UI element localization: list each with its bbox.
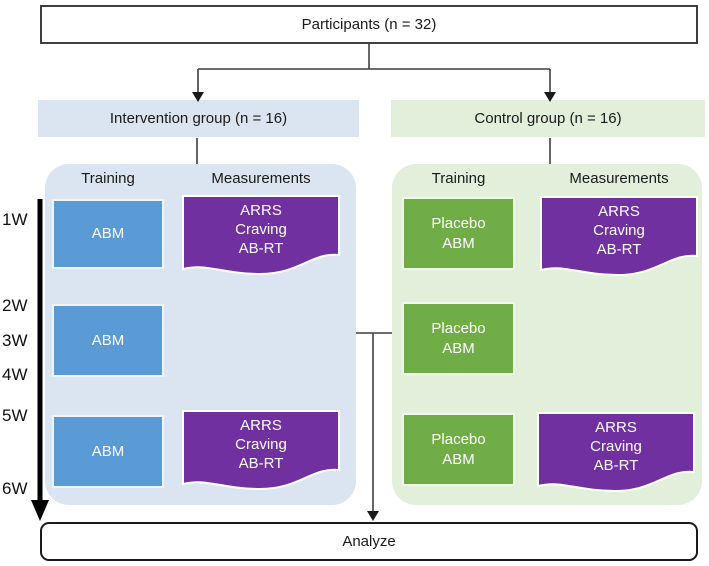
control-group-label: Control group (n = 16) (474, 110, 622, 127)
abm-label: ABM (91, 225, 125, 242)
timeline-arrowhead (31, 500, 49, 521)
intervention-measurement-box-week6: ARRS Craving AB-RT (182, 410, 340, 492)
measurement-labels: ARRS Craving AB-RT (182, 201, 340, 258)
measure-craving: Craving (593, 222, 645, 239)
measurement-labels: ARRS Craving AB-RT (537, 418, 695, 475)
arrowhead-analyze (367, 511, 379, 521)
timeline-label-3w: 3W (2, 331, 28, 350)
measure-arrs: ARRS (595, 419, 637, 436)
measure-abrt: AB-RT (596, 241, 642, 258)
document-shape-icon (182, 410, 340, 491)
control-measurement-box-week6: ARRS Craving AB-RT (537, 412, 695, 494)
control-measurements-header: Measurements (569, 170, 669, 187)
placebo-label-line1: Placebo (431, 214, 486, 232)
measure-arrs: ARRS (240, 417, 282, 434)
timeline-label-1w: 1W (2, 210, 28, 229)
control-measurement-box-week1: ARRS Craving AB-RT (540, 196, 698, 278)
timeline-label-2w: 2W (2, 296, 28, 315)
control-training-header: Training (431, 170, 486, 187)
participants-box: Participants (n = 32) (40, 5, 698, 44)
placebo-label-line2: ABM (442, 450, 475, 468)
timeline-label-6w: 6W (2, 479, 28, 498)
abm-box-week5-6: ABM (52, 415, 164, 488)
intervention-measurements-header: Measurements (211, 170, 311, 187)
intervention-group-header: Intervention group (n = 16) (38, 100, 359, 137)
placebo-abm-box-week5-6: Placebo ABM (402, 413, 515, 486)
measure-abrt: AB-RT (238, 455, 284, 472)
measure-abrt: AB-RT (238, 240, 284, 257)
placebo-label-line1: Placebo (431, 430, 486, 448)
placebo-abm-box-week2-4: Placebo ABM (402, 302, 515, 375)
analyze-box: Analyze (40, 522, 698, 561)
participants-label: Participants (n = 32) (301, 16, 437, 33)
abm-label: ABM (91, 442, 125, 460)
analyze-label: Analyze (342, 533, 396, 550)
timeline-label-4w: 4W (2, 365, 28, 384)
control-group-header: Control group (n = 16) (391, 100, 705, 137)
timeline-label-5w: 5W (2, 406, 28, 425)
measure-abrt: AB-RT (593, 457, 639, 474)
placebo-label-line1: Placebo (431, 319, 486, 337)
intervention-group-label: Intervention group (n = 16) (109, 110, 288, 127)
measure-craving: Craving (235, 436, 287, 453)
document-shape-icon (182, 195, 340, 276)
measurement-labels: ARRS Craving AB-RT (182, 416, 340, 473)
intervention-training-header: Training (81, 170, 135, 187)
measure-craving: Craving (235, 221, 287, 238)
placebo-label-line2: ABM (442, 234, 475, 252)
placebo-abm-box-week1: Placebo ABM (402, 197, 515, 270)
abm-box-week2-4: ABM (52, 304, 164, 377)
document-shape-icon (537, 412, 695, 493)
intervention-measurement-box-week1: ARRS Craving AB-RT (182, 195, 340, 277)
measure-craving: Craving (590, 438, 642, 455)
measure-arrs: ARRS (240, 202, 282, 219)
abm-box-week1: ABM (52, 199, 164, 269)
measure-arrs: ARRS (598, 203, 640, 220)
abm-label: ABM (91, 331, 125, 349)
measurement-labels: ARRS Craving AB-RT (540, 202, 698, 259)
document-shape-icon (540, 196, 698, 277)
placebo-label-line2: ABM (442, 339, 475, 357)
